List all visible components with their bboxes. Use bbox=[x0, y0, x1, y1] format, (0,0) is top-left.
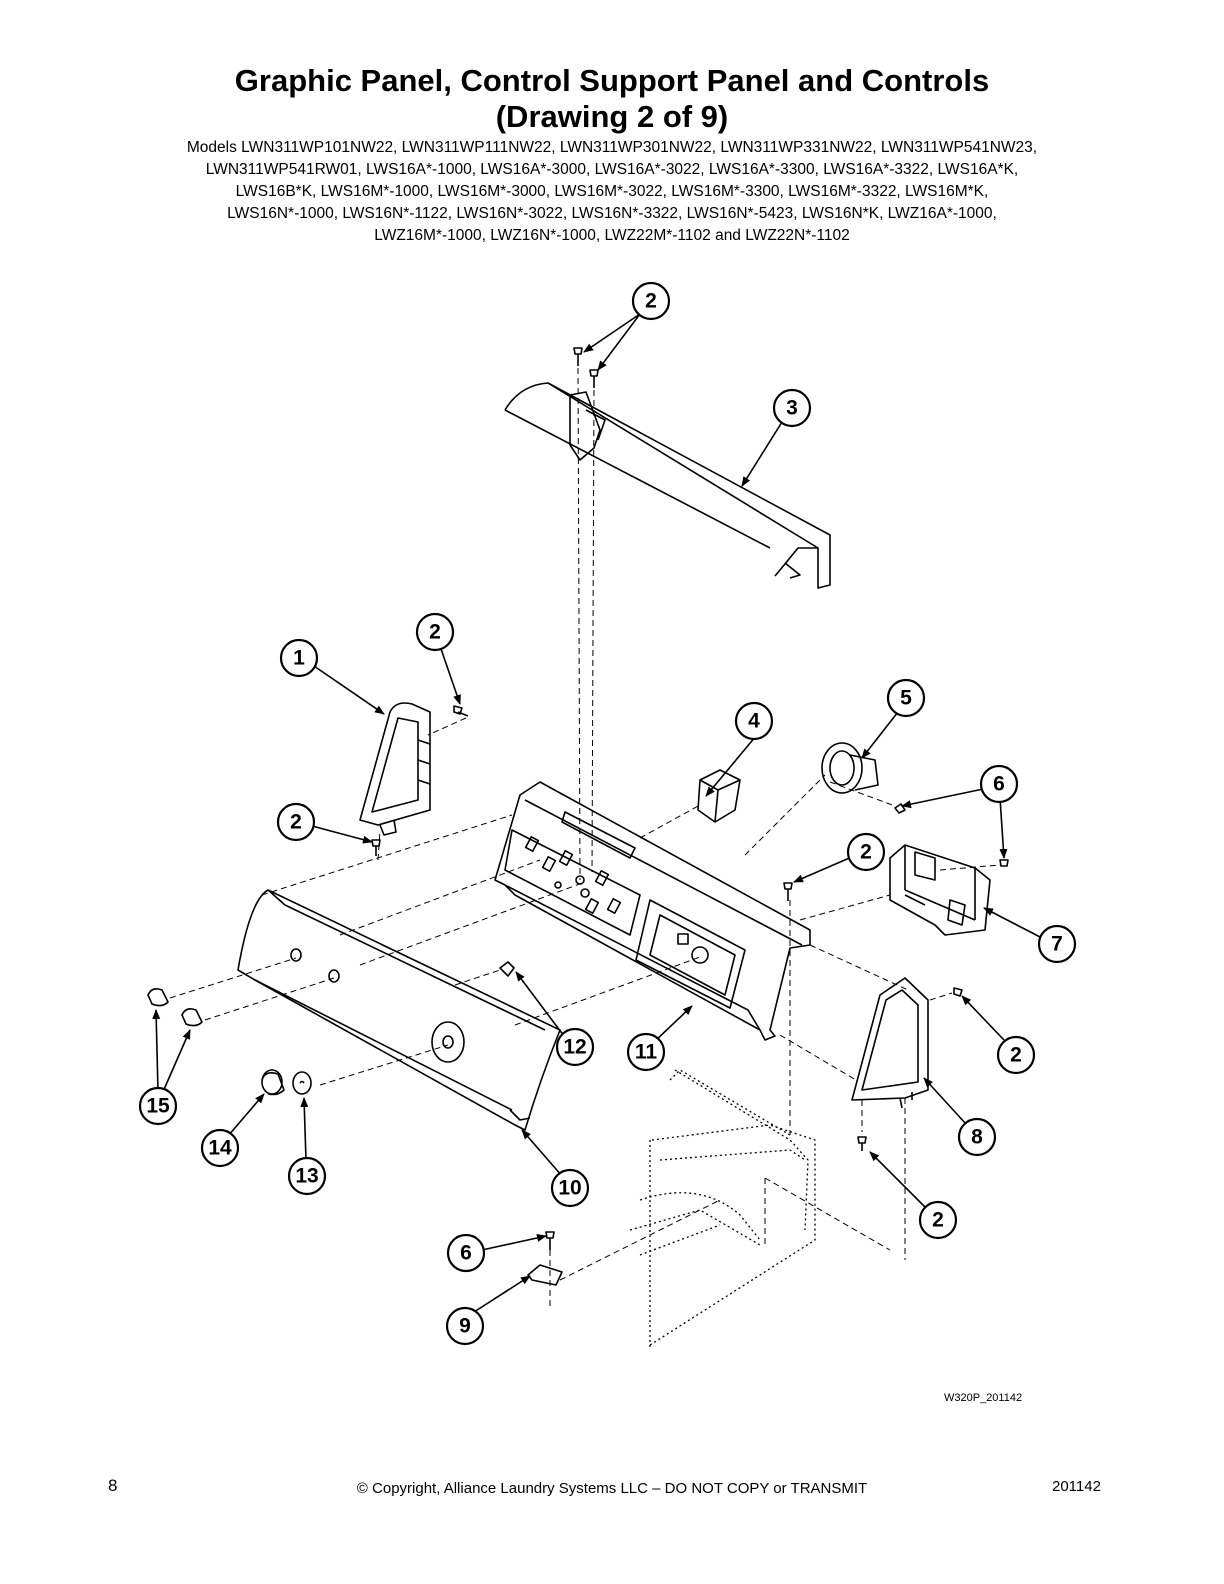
callouts: 2 3 1 2 2 4 5 6 2 7 12 11 2 15 14 13 10 … bbox=[138, 281, 1077, 1346]
timer-part bbox=[889, 844, 991, 936]
document-code: 201142 bbox=[1052, 1478, 1101, 1495]
svg-text:4: 4 bbox=[748, 710, 760, 733]
callout: 2 bbox=[276, 802, 316, 842]
graphic-panel-front-part bbox=[237, 889, 561, 1131]
svg-text:1: 1 bbox=[293, 647, 305, 670]
svg-text:3: 3 bbox=[786, 397, 798, 420]
callout: 1 bbox=[279, 638, 319, 678]
callout: 9 bbox=[445, 1306, 485, 1346]
leader-arrows bbox=[152, 313, 1043, 1313]
push-buttons-part bbox=[147, 988, 203, 1027]
page-subtitle: (Drawing 2 of 9) bbox=[495, 99, 729, 134]
top-graphic-panel-part bbox=[504, 382, 831, 589]
callout: 10 bbox=[550, 1168, 590, 1208]
svg-text:15: 15 bbox=[146, 1095, 170, 1118]
callout: 6 bbox=[979, 764, 1019, 804]
page-title: Graphic Panel, Control Support Panel and… bbox=[234, 63, 990, 98]
svg-text:2: 2 bbox=[1010, 1044, 1022, 1067]
switch-part bbox=[697, 769, 741, 823]
drawing-id: W320P_201142 bbox=[944, 1392, 1023, 1404]
svg-text:6: 6 bbox=[993, 773, 1005, 796]
copyright-notice: © Copyright, Alliance Laundry Systems LL… bbox=[356, 1480, 868, 1497]
bracket-part bbox=[527, 1264, 563, 1286]
callout: 2 bbox=[918, 1200, 958, 1240]
knob-skirt-part bbox=[292, 1071, 312, 1095]
svg-text:12: 12 bbox=[563, 1036, 586, 1059]
page-number: 8 bbox=[108, 1476, 118, 1495]
left-end-cap-part bbox=[359, 702, 431, 836]
svg-text:2: 2 bbox=[429, 621, 441, 644]
models-line-2: LWN311WP541RW01, LWS16A*-1000, LWS16A*-3… bbox=[205, 161, 1019, 178]
svg-text:7: 7 bbox=[1051, 933, 1063, 956]
svg-text:2: 2 bbox=[645, 290, 657, 313]
callout: 15 bbox=[138, 1086, 178, 1126]
svg-text:11: 11 bbox=[635, 1041, 658, 1064]
part-drawings bbox=[147, 347, 1009, 1350]
svg-text:9: 9 bbox=[459, 1315, 471, 1338]
callout: 13 bbox=[287, 1156, 327, 1196]
models-line-4: LWS16N*-1000, LWS16N*-1122, LWS16N*-3022… bbox=[227, 205, 997, 222]
svg-text:14: 14 bbox=[208, 1137, 232, 1160]
models-line-5: LWZ16M*-1000, LWZ16N*-1000, LWZ22M*-1102… bbox=[374, 227, 850, 244]
svg-text:13: 13 bbox=[295, 1165, 318, 1188]
callout: 2 bbox=[846, 832, 886, 872]
callout: 12 bbox=[555, 1027, 595, 1067]
callout: 2 bbox=[631, 281, 671, 321]
alignment-lines bbox=[169, 367, 1001, 1308]
control-support-panel-part bbox=[494, 781, 811, 1041]
svg-text:6: 6 bbox=[460, 1242, 472, 1265]
callout: 8 bbox=[957, 1117, 997, 1157]
callout: 14 bbox=[200, 1128, 240, 1168]
svg-text:5: 5 bbox=[900, 687, 912, 710]
models-line-1: Models LWN311WP101NW22, LWN311WP111NW22,… bbox=[186, 139, 1038, 156]
screws bbox=[371, 347, 1009, 1250]
knob-part bbox=[261, 1069, 285, 1096]
svg-text:10: 10 bbox=[558, 1177, 581, 1200]
callout: 4 bbox=[734, 701, 774, 741]
svg-text:2: 2 bbox=[932, 1209, 944, 1232]
right-end-cap-part bbox=[851, 977, 929, 1109]
svg-text:2: 2 bbox=[860, 841, 872, 864]
models-line-3: LWS16B*K, LWS16M*-1000, LWS16M*-3000, LW… bbox=[235, 183, 989, 200]
callout: 7 bbox=[1037, 924, 1077, 964]
callout: 2 bbox=[996, 1035, 1036, 1075]
pressure-switch-part bbox=[821, 742, 879, 794]
callout: 5 bbox=[886, 678, 926, 718]
callout: 11 bbox=[626, 1032, 666, 1072]
svg-text:8: 8 bbox=[971, 1126, 983, 1149]
callout: 3 bbox=[772, 388, 812, 428]
svg-text:2: 2 bbox=[290, 811, 302, 834]
callout: 2 bbox=[415, 612, 455, 652]
cabinet-outline bbox=[629, 1069, 816, 1350]
callout: 6 bbox=[446, 1233, 486, 1273]
